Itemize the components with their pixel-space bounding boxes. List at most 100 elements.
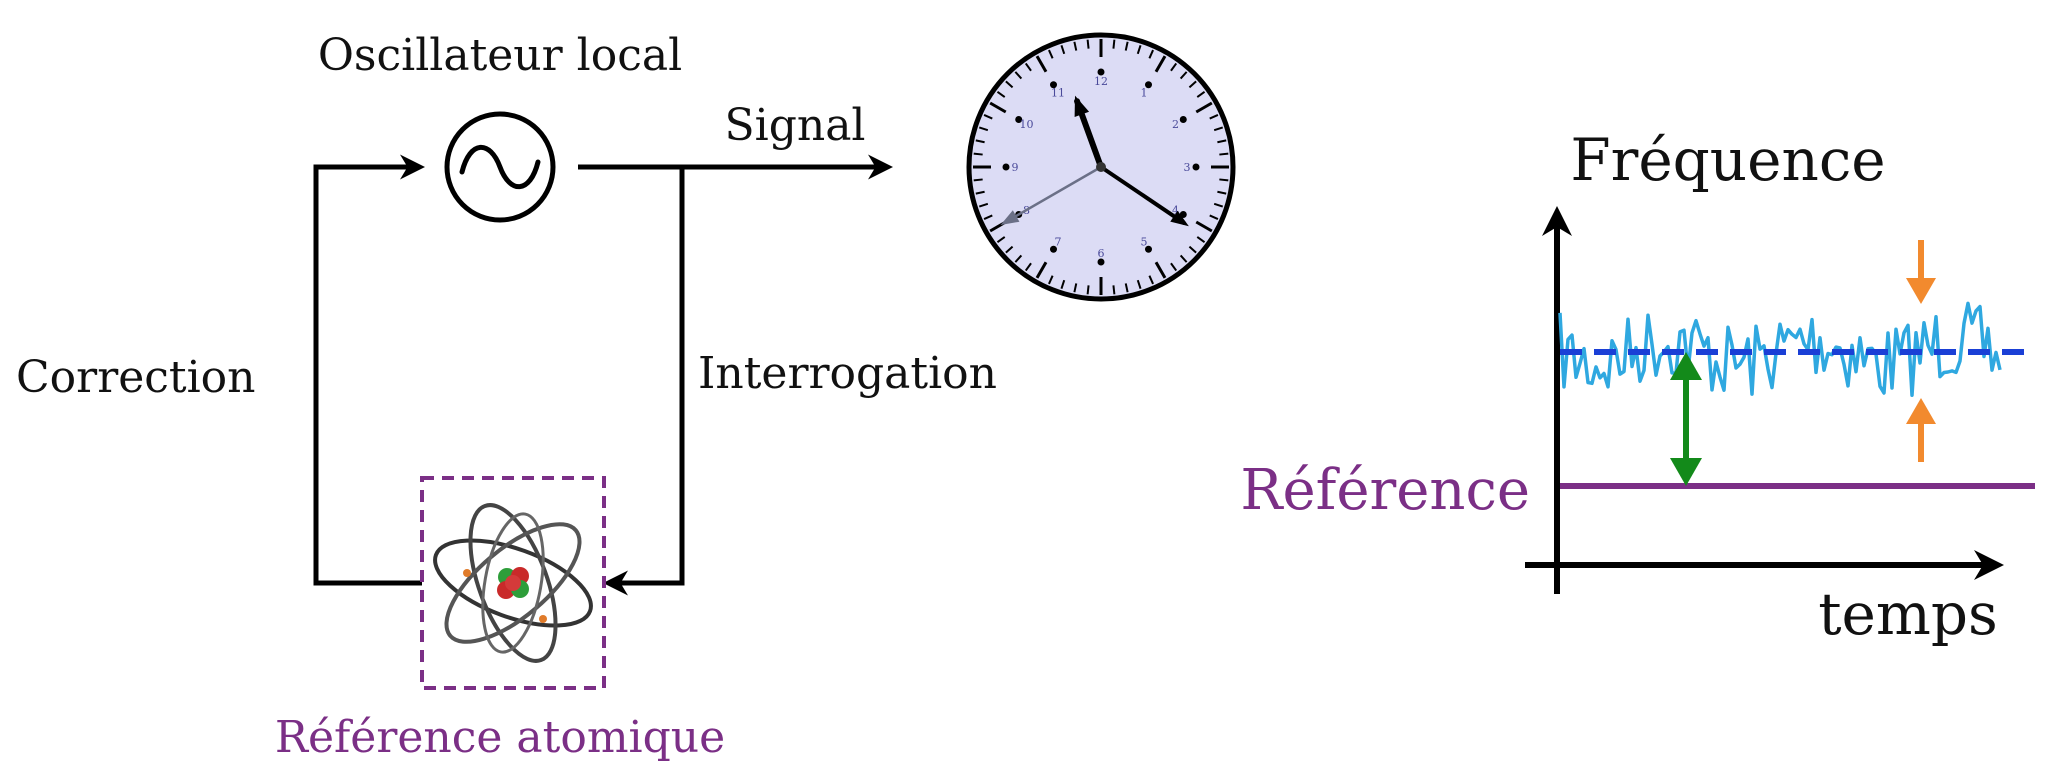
clock-hour-dot — [1145, 81, 1152, 89]
clock-numeral: 1 — [1141, 87, 1148, 100]
second-hand — [1004, 165, 1103, 224]
clock-tick — [1219, 178, 1229, 182]
clock-numeral: 2 — [1172, 118, 1179, 131]
clock-tick — [1148, 275, 1154, 285]
clock-tick — [1170, 262, 1178, 272]
clock-tick — [1196, 90, 1206, 98]
clock-tick — [996, 90, 1006, 98]
clock-tick — [1170, 62, 1178, 72]
clock-tick — [975, 139, 985, 144]
clock-tick — [978, 126, 989, 132]
clock-hour-dot — [1015, 116, 1023, 123]
clock-tick — [1124, 41, 1129, 51]
clock-tick — [975, 190, 985, 195]
minute-hand — [1099, 165, 1186, 225]
clock-hour-dot — [1179, 116, 1187, 123]
clock-numeral: 6 — [1098, 247, 1105, 260]
clock-hub — [1096, 162, 1106, 172]
clock-tick — [973, 178, 983, 182]
clock-tick — [1136, 279, 1142, 290]
clock-tick — [1024, 262, 1032, 272]
clock-tick — [1179, 254, 1188, 263]
feedback-loop: Oscillateur local Signal Correction Inte… — [16, 30, 997, 763]
clock-tick — [1024, 62, 1032, 72]
clock-tick — [996, 236, 1006, 244]
clock-numeral: 10 — [1020, 118, 1034, 131]
clock-tick — [1136, 44, 1142, 55]
clock-tick — [1217, 139, 1227, 144]
clock-tick — [1035, 261, 1048, 279]
clock-tick — [1219, 152, 1229, 156]
clock-tick — [1014, 254, 1023, 263]
clock-ticks — [973, 39, 1229, 295]
clock-tick — [1179, 71, 1188, 80]
clock-numeral: 4 — [1172, 204, 1179, 217]
interrogation-label: Interrogation — [698, 348, 997, 399]
clock-tick — [1196, 236, 1206, 244]
clock-tick — [1195, 101, 1213, 114]
clock-tick — [983, 214, 993, 220]
clock-tick — [1209, 214, 1219, 220]
clock-numeral: 5 — [1141, 235, 1148, 248]
offset-arrow — [1670, 352, 1702, 486]
reference-line-label: Référence — [1240, 458, 1530, 523]
clock-numeral: 7 — [1055, 235, 1062, 248]
clock-tick — [1073, 41, 1078, 51]
clock-tick — [1014, 71, 1023, 80]
clock-hour-dot — [1192, 163, 1200, 171]
clock-numeral: 11 — [1051, 87, 1065, 100]
signal-label: Signal — [724, 100, 865, 151]
minute-hand-head — [1170, 210, 1189, 227]
correction-label: Correction — [16, 352, 256, 403]
clock-tick — [1112, 39, 1116, 49]
clock-hour-dot — [1097, 258, 1105, 266]
atom-icon — [433, 503, 593, 663]
clock-tick — [1048, 49, 1054, 59]
clock-numeral: 12 — [1094, 75, 1108, 88]
clock-tick — [1060, 44, 1066, 55]
frequency-axis-label: Fréquence — [1570, 126, 1885, 194]
clock-tick — [1195, 220, 1213, 233]
clock-tick — [1148, 49, 1154, 59]
spread-arrows — [1906, 240, 1936, 462]
clock-face: 121234567891011 — [966, 32, 1236, 302]
clock-tick — [1086, 39, 1090, 49]
clock-hour-dot — [1097, 68, 1105, 76]
clock-tick — [1073, 283, 1078, 293]
clock-tick — [983, 114, 993, 120]
hour-hand-head — [1074, 95, 1090, 118]
oscillator-label: Oscillateur local — [318, 30, 682, 81]
correction-path — [313, 154, 425, 586]
clock-tick — [1209, 114, 1219, 120]
oscillator-symbol — [444, 111, 556, 223]
clock-tick — [1188, 245, 1197, 254]
clock-numerals: 121234567891011 — [1012, 75, 1191, 260]
frequency-trace — [1558, 301, 2002, 398]
clock-tick — [989, 101, 1007, 114]
clock-hour-dot — [1002, 163, 1010, 171]
clock-tick — [1048, 275, 1054, 285]
clock-tick — [1213, 126, 1224, 132]
frequency-plot: Fréquence temps Référence — [1240, 126, 2035, 648]
clock-hands — [1000, 95, 1189, 227]
clock-tick — [1213, 202, 1224, 208]
clock-hour-dot — [1145, 245, 1152, 253]
clock-tick — [1124, 283, 1129, 293]
clock-tick — [1188, 80, 1197, 89]
interrogation-path — [603, 167, 685, 596]
clock-tick — [1035, 55, 1048, 73]
clock-tick — [978, 202, 989, 208]
second-hand-head — [1000, 210, 1020, 225]
clock-tick — [1060, 279, 1066, 290]
clock-numeral: 3 — [1184, 161, 1191, 174]
clock-hour-dot — [1050, 245, 1057, 253]
clock-numeral: 9 — [1012, 161, 1019, 174]
atomic-reference-box — [420, 476, 606, 690]
time-axis-label: temps — [1818, 580, 1998, 648]
clock-tick — [1005, 80, 1014, 89]
clock-tick — [1005, 245, 1014, 254]
clock-tick — [1112, 285, 1116, 295]
clock-tick — [1154, 261, 1167, 279]
clock-tick — [973, 152, 983, 156]
